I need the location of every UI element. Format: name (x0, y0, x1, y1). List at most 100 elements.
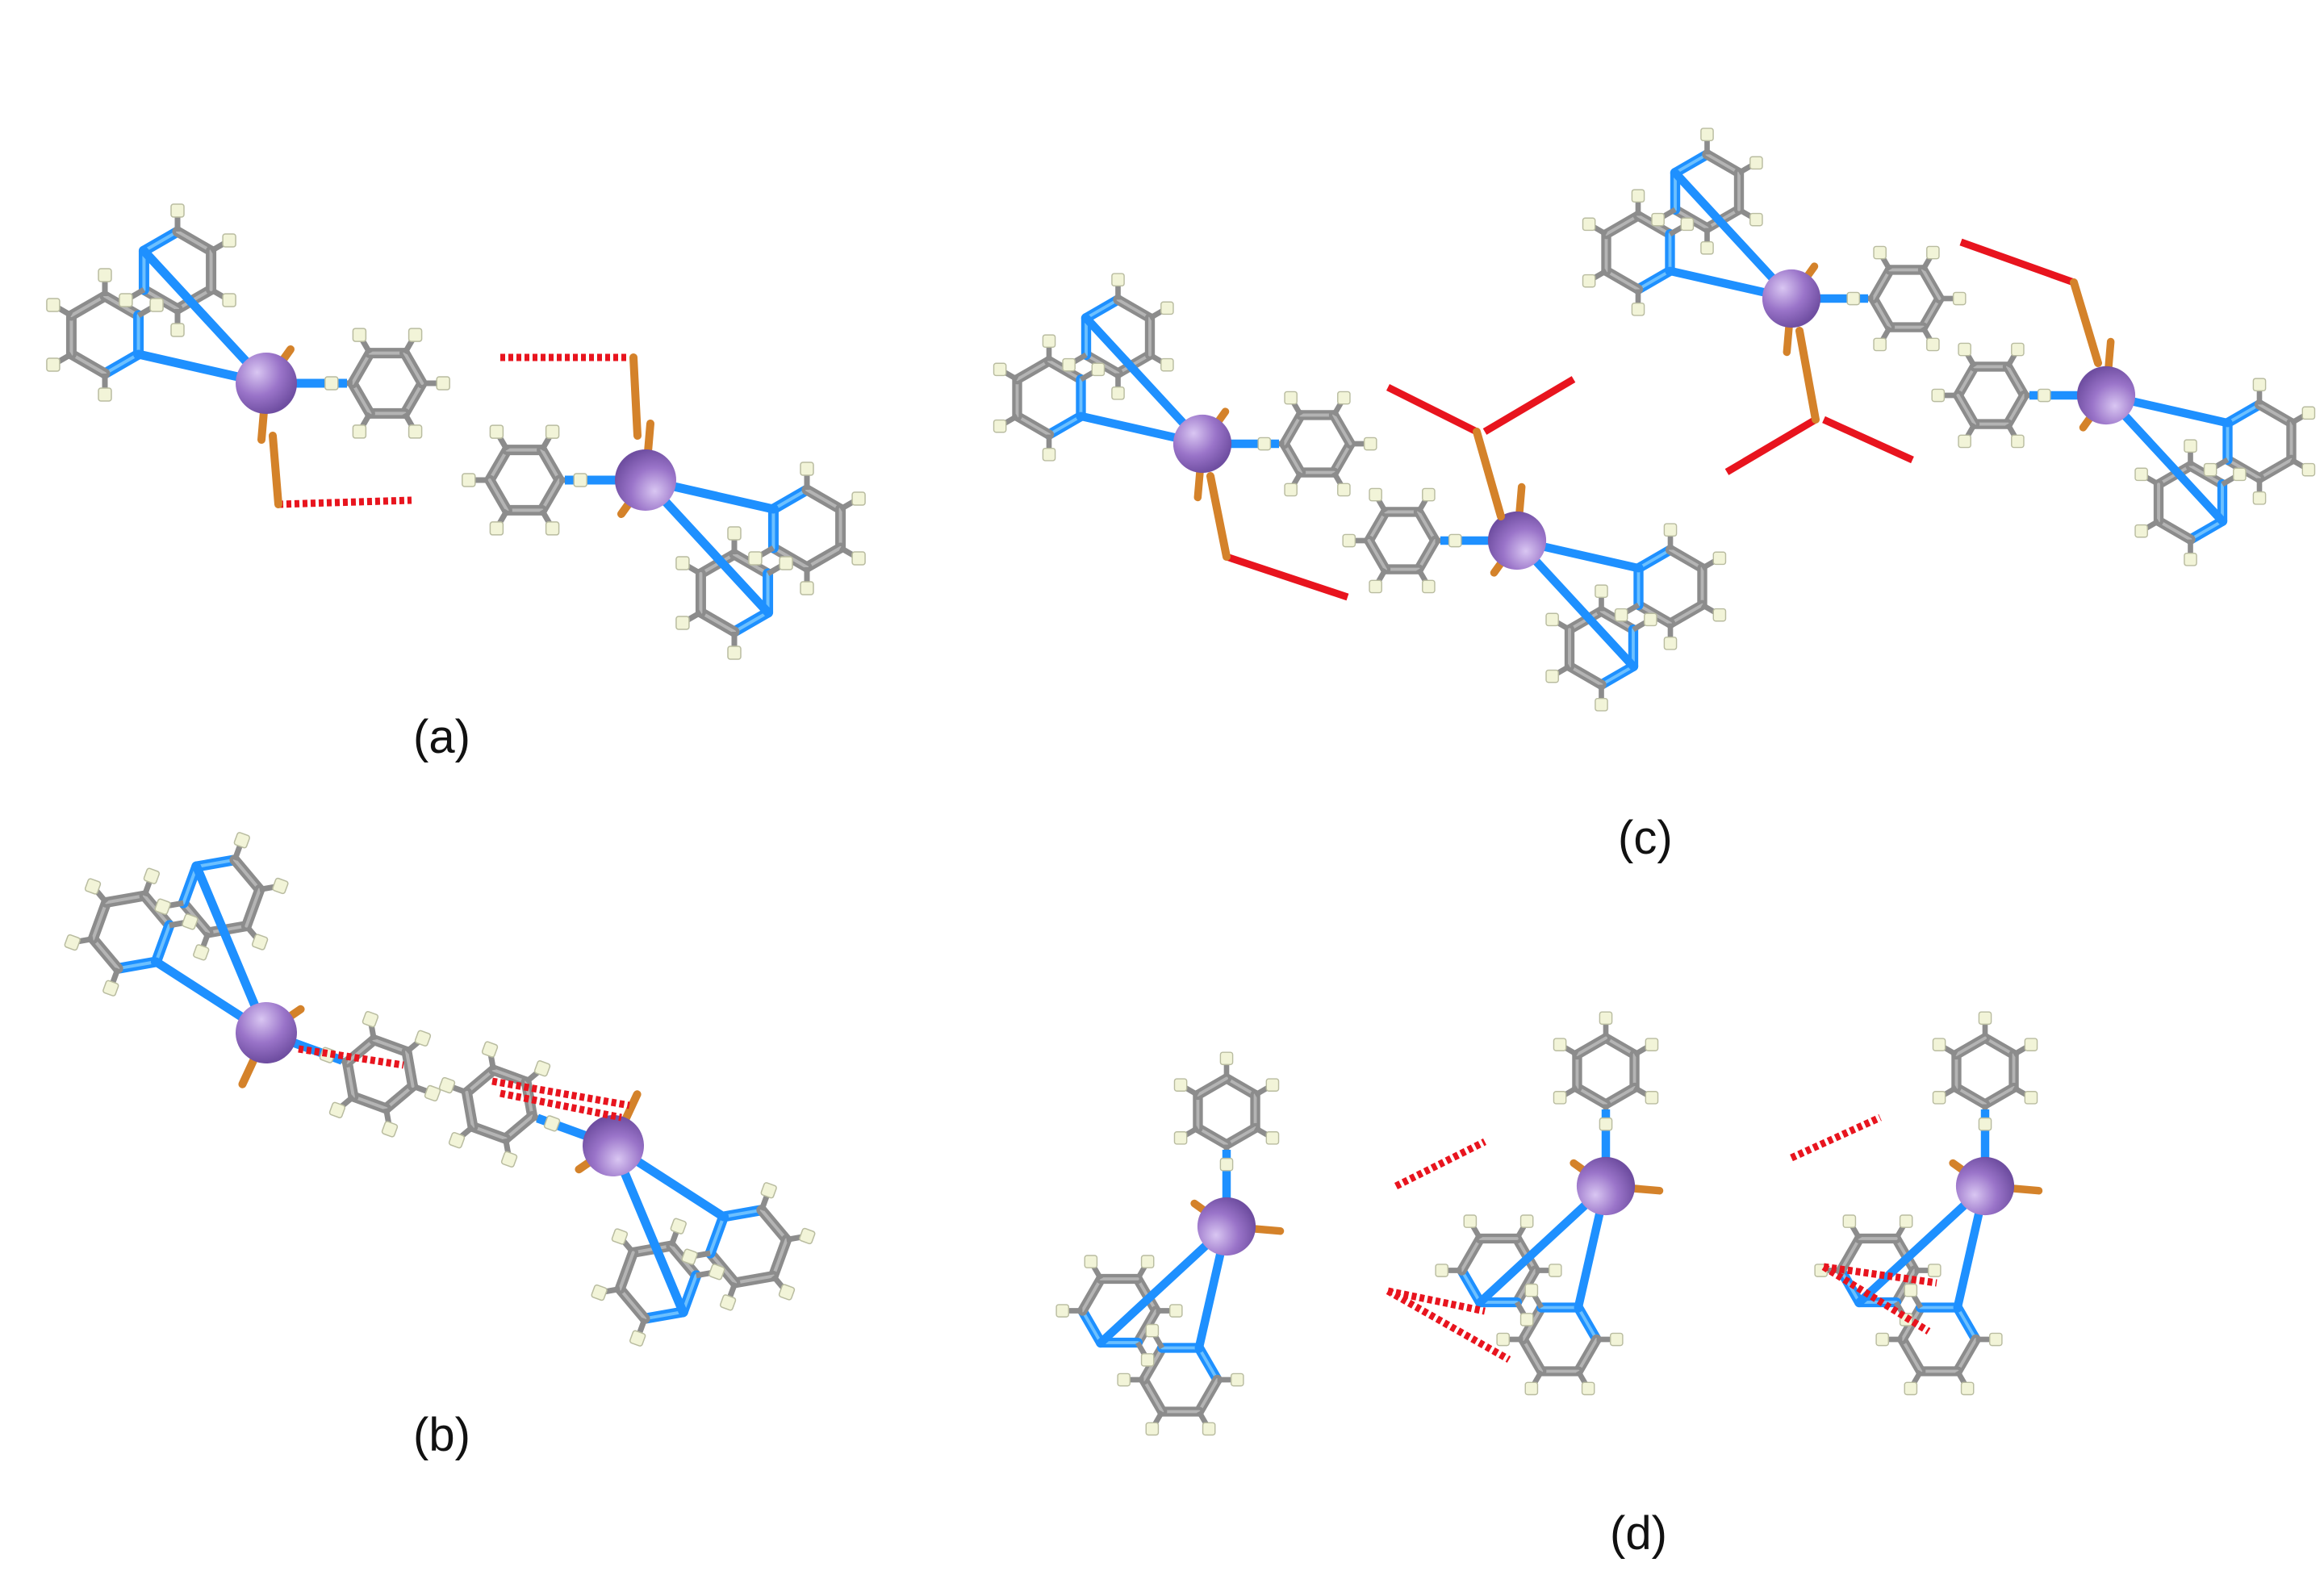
ring-bond-highlight (618, 1251, 635, 1291)
ring-bond-highlight (1367, 539, 1387, 571)
panel-label-c: (c) (1618, 812, 1673, 864)
hydrogen-atom (1055, 1304, 1070, 1318)
hydrogen-atom (1631, 302, 1645, 316)
ring-bond-highlight (805, 488, 842, 511)
hydrogen-atom (149, 298, 164, 312)
metal-atom-icon (1762, 269, 1821, 328)
hydrogen-atom (2134, 467, 2148, 482)
hydrogen-atom (1712, 608, 1727, 622)
panel-c: (c) (968, 0, 2324, 864)
molecule-d-2 (1435, 1011, 1664, 1396)
hydrogen-atom (1091, 362, 1106, 377)
hydrogen-atom (748, 551, 763, 566)
hydrogen-atom (1062, 357, 1076, 372)
ring-bond-highlight (1604, 214, 1640, 236)
ring-bond-highlight (103, 353, 140, 375)
hydrogen-atom (1545, 612, 1559, 627)
hydrogen-atom (182, 913, 199, 930)
hydrogen-atom (1873, 245, 1887, 260)
atom-group (438, 1041, 816, 1347)
metal-atom-icon (1576, 1156, 1636, 1216)
hydrogen-atom (193, 944, 210, 961)
hydrogen-atom (681, 1248, 698, 1265)
hydrogen-atom (1988, 1332, 2003, 1347)
hydrogen-atom (545, 521, 560, 536)
hydrogen-atom (851, 491, 866, 506)
ring-bond-highlight (708, 1215, 725, 1255)
metal-atom-icon (236, 353, 297, 414)
hydrogen-atom (1111, 386, 1125, 400)
hydrogen-atom (1873, 337, 1887, 352)
hydrogen-atom (1958, 342, 1971, 357)
hydrogen-atom (591, 1284, 608, 1301)
ring-bond-highlight (1871, 268, 1891, 300)
ring-bond-highlight (384, 1084, 415, 1110)
hydrogen-atom (64, 934, 81, 951)
hydrogen-atom (352, 328, 367, 342)
hydrogen-atom (1548, 1264, 1562, 1277)
hydrogen-atom (324, 376, 339, 391)
ring-bond-highlight (245, 888, 261, 928)
hydrogen-atom (1265, 1078, 1280, 1092)
hydrogen-atom (2011, 342, 2025, 357)
hydrogen-atom (1145, 1323, 1160, 1338)
atom-group (64, 832, 441, 1138)
hydrogen-atom (1524, 1381, 1539, 1396)
ring-bond-highlight (2188, 519, 2224, 541)
hydrogen-atom (489, 521, 504, 536)
hydrogen-atom (543, 1115, 561, 1132)
hbond-d-4 (1386, 1288, 1511, 1363)
hbond-c-3 (1482, 376, 1576, 435)
ring-bond-highlight (104, 894, 146, 904)
hydrogen-atom (2011, 434, 2025, 449)
hydrogen-atom (800, 581, 814, 595)
ring-bond-highlight (1085, 298, 1120, 320)
hydrogen-atom (1363, 437, 1377, 451)
molecule-a-left (46, 203, 450, 444)
hydrogen-atom (448, 1132, 466, 1149)
hydrogen-atom (1111, 273, 1125, 287)
ring-bond-highlight (1332, 413, 1352, 445)
ring-bond-highlight (116, 959, 158, 971)
ring-bond-highlight (1954, 1086, 1987, 1106)
hydrogen-atom (573, 473, 587, 487)
ring-bond-highlight (1196, 1076, 1228, 1097)
ring-bond-highlight (1900, 1338, 1923, 1373)
ring-bond-highlight (1983, 1086, 2016, 1106)
hydrogen-atom (1595, 697, 1608, 712)
hydrogen-atom (1369, 579, 1382, 594)
ring-bond-highlight (176, 230, 213, 253)
hydrogen-atom (1680, 217, 1695, 232)
ring-bond-highlight (154, 923, 171, 963)
panel-b-structure (64, 832, 816, 1347)
ring-bond-highlight (504, 1114, 534, 1141)
ring-bond-highlight (1225, 1126, 1257, 1147)
metal-atom-icon (583, 1115, 644, 1176)
hydrogen-atom (1651, 212, 1665, 227)
hydrogen-atom (1932, 1038, 1946, 1051)
ring-bond-highlight (405, 1050, 415, 1088)
hydrogen-atom (1926, 245, 1940, 260)
hydrogen-atom (1904, 1381, 1918, 1396)
hydrogen-atom (1932, 1091, 1946, 1105)
hydrogen-atom (1700, 240, 1714, 255)
hydrogen-atom (1582, 274, 1596, 288)
ring-bond-highlight (1575, 1036, 1607, 1056)
hbond-d-1 (1394, 1138, 1487, 1190)
hbond-c-2 (1386, 383, 1479, 436)
halide-link-c-3 (1206, 472, 1231, 561)
ring-bond-highlight (345, 1038, 376, 1064)
hydrogen-atom (708, 1264, 725, 1280)
ring-bond-highlight (2226, 403, 2261, 425)
atom-group (1435, 1011, 1659, 1396)
ring-bond-highlight (1196, 1126, 1228, 1147)
ring-bond-highlight (1955, 1338, 1978, 1373)
ring-bond-highlight (194, 858, 236, 869)
atom-group (1055, 1051, 1280, 1436)
metal-atom-icon (236, 1002, 297, 1063)
ring-bond-highlight (345, 1060, 355, 1099)
hydrogen-atom (1337, 483, 1351, 497)
hydrogen-atom (799, 1227, 816, 1245)
ring-bond-highlight (69, 353, 107, 375)
hydrogen-atom (1519, 1214, 1534, 1228)
